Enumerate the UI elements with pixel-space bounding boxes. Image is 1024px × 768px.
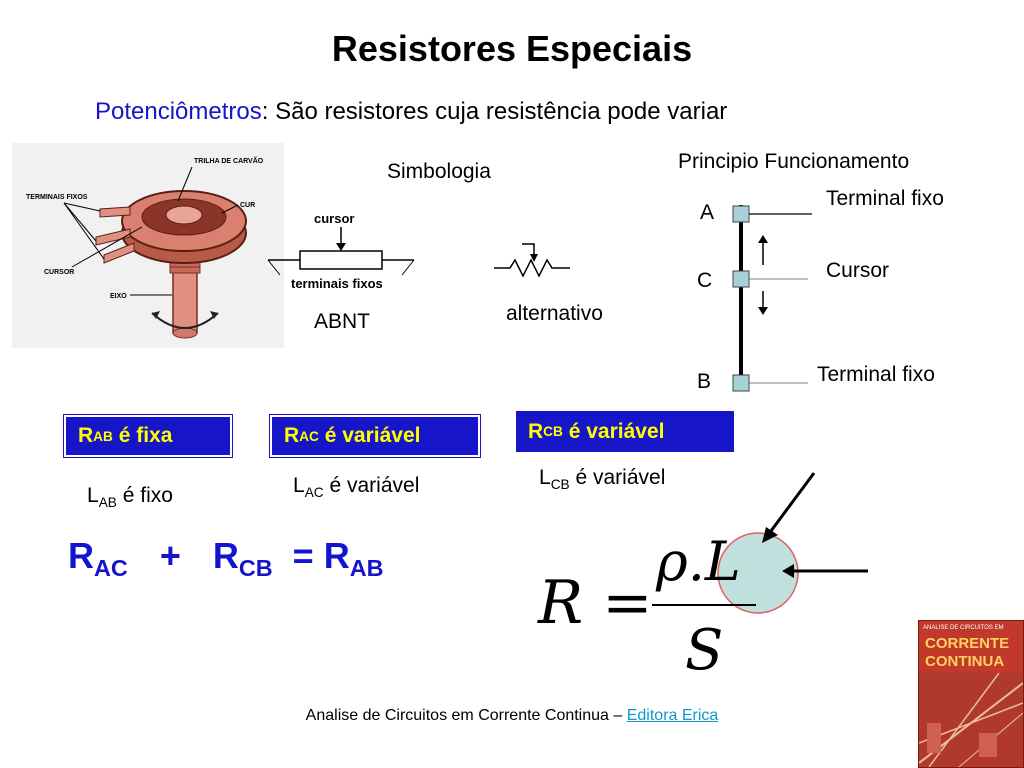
abnt-label: ABNT bbox=[314, 310, 371, 333]
l-ab-subscript: AB bbox=[98, 495, 117, 511]
formula-lhs: R = bbox=[538, 568, 653, 638]
terminal-a-label: A bbox=[700, 201, 715, 224]
alternative-potentiometer-symbol bbox=[494, 243, 570, 278]
abnt-potentiometer-symbol bbox=[267, 227, 415, 276]
r-cb-symbol: R bbox=[528, 419, 544, 443]
eq-r-cb: R bbox=[212, 535, 239, 576]
r-ab-text: é fixa bbox=[118, 424, 173, 447]
l-ac-subscript: AC bbox=[304, 485, 324, 501]
label-cur: CUR bbox=[240, 202, 255, 209]
label-eixo: EIXO bbox=[110, 293, 127, 300]
terminal-fixo-bottom-label: Terminal fixo bbox=[817, 363, 935, 386]
l-cb-symbol: L bbox=[539, 466, 551, 489]
cursor-label: Cursor bbox=[826, 259, 890, 282]
footer-text: Analise de Circuitos em Corrente Continu… bbox=[305, 707, 627, 724]
slide-subtitle: Potenciômetros: São resistores cuja resi… bbox=[95, 98, 727, 126]
terminal-b-label: B bbox=[697, 370, 712, 393]
eq-r-ac: R bbox=[68, 535, 94, 576]
subtitle-term: Potenciômetros bbox=[95, 98, 262, 125]
footer-publisher-link[interactable]: Editora Erica bbox=[626, 707, 719, 724]
principle-diagram bbox=[732, 205, 812, 392]
book-cover-small: ANALISE DE CIRCUITOS EM bbox=[923, 625, 1004, 631]
book-cover: ANALISE DE CIRCUITOS EM CORRENTE CONTINU… bbox=[918, 620, 1024, 768]
book-cover-art bbox=[919, 673, 1023, 767]
formula-numerator: ρ.L bbox=[656, 530, 741, 593]
eq-r-ab: R bbox=[323, 535, 350, 576]
r-cb-text: é variável bbox=[568, 419, 665, 443]
label-cursor: CURSOR bbox=[44, 269, 74, 276]
l-cb-text: LCB é variável bbox=[539, 466, 665, 492]
eq-sub-cb: CB bbox=[238, 555, 273, 582]
principle-heading: Principio Funcionamento bbox=[678, 150, 910, 173]
formula-denominator: S bbox=[685, 618, 724, 683]
eq-equals: = bbox=[292, 535, 314, 576]
r-ac-subscript: AC bbox=[299, 428, 319, 444]
alternative-label: alternativo bbox=[506, 302, 603, 325]
r-ab-subscript: AB bbox=[93, 428, 113, 444]
l-ac-symbol: L bbox=[293, 474, 305, 497]
resistance-equation: RAC + RCB = RAB bbox=[68, 535, 384, 582]
l-ab-text: LAB é fixo bbox=[87, 484, 173, 510]
l-cb-desc: é variável bbox=[575, 466, 666, 489]
formula-dot: . bbox=[687, 530, 705, 593]
l-ab-desc: é fixo bbox=[122, 484, 173, 507]
formula-highlight bbox=[652, 472, 868, 614]
l-ab-symbol: L bbox=[87, 484, 99, 507]
l-ac-desc: é variável bbox=[329, 474, 420, 497]
label-trilha: TRILHA DE CARVÃO bbox=[194, 156, 264, 165]
book-cover-title1: CORRENTE bbox=[925, 635, 1010, 652]
subtitle-definition: : São resistores cuja resistência pode v… bbox=[261, 98, 728, 125]
formula-l: L bbox=[704, 530, 741, 593]
book-cover-title2: CONTINUA bbox=[925, 653, 1005, 670]
eq-plus: + bbox=[159, 535, 181, 576]
r-ac-text: é variável bbox=[324, 424, 421, 447]
eq-sub-ac: AC bbox=[94, 555, 128, 582]
formula-rho: ρ bbox=[656, 530, 688, 593]
symbols-heading: Simbologia bbox=[387, 160, 491, 183]
abnt-cursor-label: cursor bbox=[314, 211, 355, 226]
eq-sub-ab: AB bbox=[349, 555, 384, 582]
l-ac-text: LAC é variável bbox=[293, 474, 419, 500]
potentiometer-illustration: TRILHA DE CARVÃO TERMINAIS FIXOS CURSOR … bbox=[12, 143, 284, 348]
label-terminais: TERMINAIS FIXOS bbox=[26, 194, 88, 201]
l-cb-subscript: CB bbox=[550, 477, 570, 493]
r-ab-symbol: R bbox=[78, 424, 94, 447]
terminal-fixo-top-label: Terminal fixo bbox=[826, 187, 944, 210]
r-cb-subscript: CB bbox=[543, 424, 563, 439]
terminal-c-label: C bbox=[697, 269, 713, 292]
slide-title: Resistores Especiais bbox=[331, 28, 693, 69]
r-ac-symbol: R bbox=[284, 424, 300, 447]
footer-reference: Analise de Circuitos em Corrente Continu… bbox=[0, 707, 1024, 725]
abnt-terminais-label: terminais fixos bbox=[291, 276, 383, 291]
